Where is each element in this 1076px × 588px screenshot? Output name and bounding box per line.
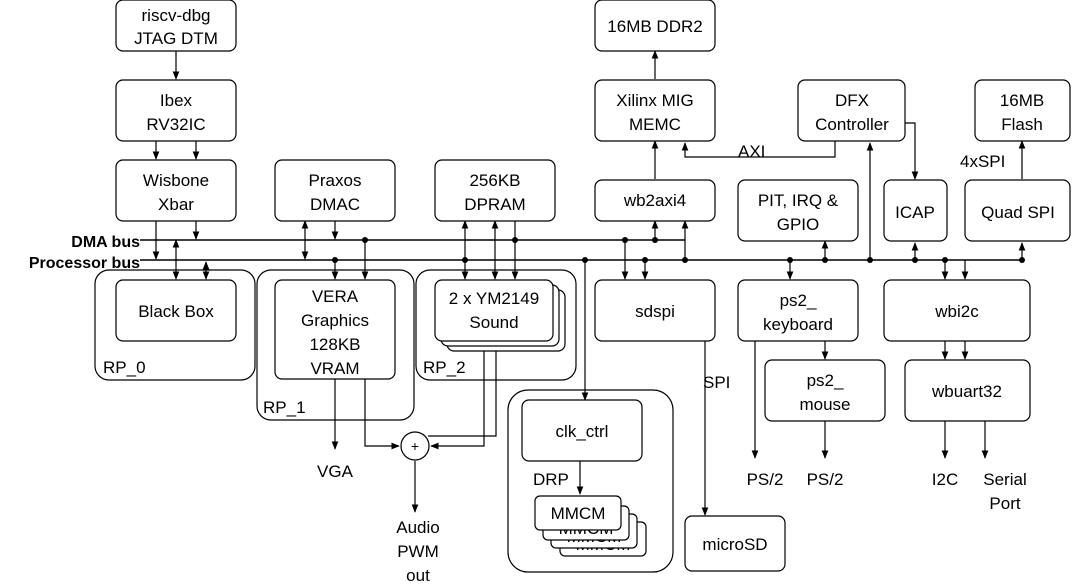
vera-label-1: VERA — [312, 287, 359, 306]
mixer-plus-symbol: + — [411, 438, 419, 454]
block-riscv-dbg: riscv-dbg JTAG DTM — [115, 0, 237, 52]
ps2-keyboard-label-1: ps2_ — [780, 291, 817, 310]
block-sdspi: sdspi — [594, 279, 716, 342]
dma-bus-label: DMA bus — [71, 234, 140, 251]
audio-label-2: PWM — [397, 542, 439, 561]
riscv-dbg-label-1: riscv-dbg — [142, 6, 211, 25]
icap-label: ICAP — [895, 203, 935, 222]
dfx-label-2: Controller — [815, 115, 889, 134]
spi-label: SPI — [703, 373, 730, 392]
wisbone-label-1: Wisbone — [143, 171, 209, 190]
block-wb2axi4: wb2axi4 — [594, 179, 716, 222]
block-ps2-keyboard: ps2_ keyboard — [737, 279, 859, 342]
dpram-label-1: 256KB — [469, 171, 520, 190]
block-ps2-mouse: ps2_ mouse — [764, 359, 886, 422]
block-dfx-controller: DFX Controller — [797, 79, 906, 142]
block-praxos-dmac: Praxos DMAC — [274, 159, 396, 222]
block-clk-ctrl: clk_ctrl — [521, 399, 643, 462]
ps2-keyboard-label-2: keyboard — [763, 315, 833, 334]
ps2-keyboard-port-label: PS/2 — [747, 470, 784, 489]
mig-label-2: MEMC — [629, 115, 681, 134]
dfx-label-1: DFX — [835, 91, 869, 110]
mig-label-1: Xilinx MIG — [616, 91, 693, 110]
block-ibex: Ibex RV32IC — [115, 79, 237, 142]
block-pit-irq-gpio: PIT, IRQ & GPIO — [737, 179, 859, 242]
pit-label-1: PIT, IRQ & — [758, 191, 839, 210]
block-vera-graphics: VERA Graphics 128KB VRAM — [274, 279, 396, 380]
clk-ctrl-label: clk_ctrl — [556, 422, 609, 441]
bus-junctions — [332, 237, 1025, 263]
praxos-label-1: Praxos — [309, 171, 362, 190]
block-wbi2c: wbi2c — [883, 279, 1031, 342]
vga-label: VGA — [317, 462, 354, 481]
region-clocking — [507, 389, 674, 573]
serial-label-2: Port — [989, 494, 1020, 513]
drp-label: DRP — [533, 470, 569, 489]
audio-label-1: Audio — [396, 518, 439, 537]
vera-label-4: VRAM — [310, 359, 359, 378]
connections — [152, 50, 1026, 516]
region-rp0-label: RP_0 — [103, 358, 146, 377]
dpram-label-2: DPRAM — [464, 195, 525, 214]
block-xilinx-mig: Xilinx MIG MEMC — [594, 79, 716, 142]
flash-label-2: Flash — [1001, 115, 1043, 134]
block-wbuart32: wbuart32 — [904, 359, 1031, 422]
praxos-label-2: DMAC — [310, 195, 360, 214]
four-x-spi-label: 4xSPI — [960, 152, 1005, 171]
region-rp1-label: RP_1 — [263, 398, 306, 417]
pit-label-2: GPIO — [777, 215, 820, 234]
block-ym2149-sound: 2 x YM2149 Sound — [434, 279, 566, 352]
block-black-box: Black Box — [115, 279, 237, 342]
block-dpram: 256KB DPRAM — [434, 159, 556, 222]
block-quad-spi: Quad SPI — [964, 179, 1071, 242]
riscv-dbg-label-2: JTAG DTM — [134, 29, 218, 48]
block-ddr2: 16MB DDR2 — [594, 0, 716, 52]
processor-bus-label: Processor bus — [29, 255, 140, 272]
vera-label-3: 128KB — [309, 335, 360, 354]
mmcm-label: MMCM — [551, 504, 606, 523]
region-rp2-label: RP_2 — [423, 358, 466, 377]
sdspi-label: sdspi — [635, 302, 675, 321]
ym2149-label-1: 2 x YM2149 — [449, 289, 539, 308]
ps2-mouse-port-label: PS/2 — [807, 470, 844, 489]
ps2-mouse-label-1: ps2_ — [807, 371, 844, 390]
wisbone-label-2: Xbar — [158, 195, 194, 214]
block-icap: ICAP — [883, 179, 948, 242]
ym2149-label-2: Sound — [469, 313, 518, 332]
black-box-label: Black Box — [138, 302, 214, 321]
wb2axi4-label: wb2axi4 — [623, 191, 686, 210]
ddr2-label: 16MB DDR2 — [607, 17, 702, 36]
audio-label-3: out — [406, 566, 430, 585]
i2c-label: I2C — [932, 470, 958, 489]
axi-label: AXI — [738, 142, 765, 161]
vera-label-2: Graphics — [301, 311, 369, 330]
wbi2c-label: wbi2c — [934, 302, 979, 321]
microsd-label: microSD — [702, 535, 767, 554]
block-flash: 16MB Flash — [974, 79, 1071, 142]
audio-mixer: + — [400, 431, 430, 461]
serial-label-1: Serial — [983, 470, 1026, 489]
block-mmcm-stack: MMCM MMCM MMCM MMCM — [534, 495, 647, 557]
block-microsd: microSD — [684, 515, 786, 572]
ibex-label-1: Ibex — [160, 91, 193, 110]
quad-spi-label: Quad SPI — [981, 203, 1055, 222]
flash-label-1: 16MB — [1000, 91, 1044, 110]
ps2-mouse-label-2: mouse — [799, 395, 850, 414]
block-wisbone-xbar: Wisbone Xbar — [115, 159, 237, 222]
ibex-label-2: RV32IC — [146, 115, 205, 134]
wbuart32-label: wbuart32 — [931, 382, 1002, 401]
